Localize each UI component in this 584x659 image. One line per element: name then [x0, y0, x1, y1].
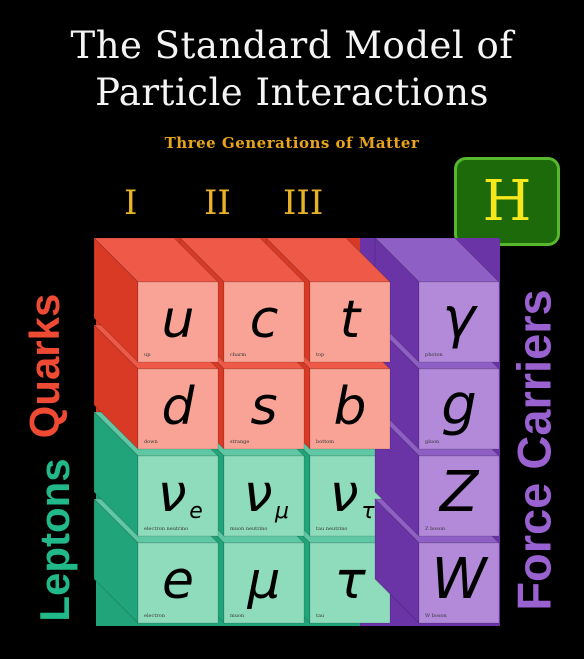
lepton-0-0-name: electron neutrino — [144, 526, 188, 532]
quark-1-2-name: bottom — [316, 439, 334, 445]
quark-1-2-symbol: b — [333, 377, 366, 437]
lepton-1-2-name: tau — [316, 613, 325, 619]
lepton-0-0-subscript: e — [189, 499, 203, 524]
lepton-1-0-name: electron — [144, 613, 166, 619]
quark-1-1-symbol: s — [250, 377, 277, 437]
lepton-0-0-symbol: ν — [157, 464, 186, 524]
quark-0-1-symbol: c — [250, 290, 279, 350]
boson-0-symbol: γ — [442, 286, 478, 351]
quark-1-0-symbol: d — [161, 377, 195, 437]
force-carriers-label: Force Carriers — [507, 289, 561, 611]
boson-1-front-face — [418, 368, 500, 450]
lepton-0-2-symbol: ν — [329, 464, 358, 524]
quark-1-0-name: down — [144, 439, 158, 445]
boson-2-symbol: Z — [438, 460, 480, 525]
quarks-label: Quarks — [21, 293, 68, 439]
boson-3-name: W boson — [425, 613, 448, 619]
quark-0-0-symbol: u — [162, 290, 195, 350]
lepton-0-0-front-face — [137, 455, 219, 537]
quark-1-2-front-face — [309, 368, 391, 450]
lepton-0-1-symbol: ν — [243, 464, 272, 524]
quark-1-1-name: strange — [230, 439, 249, 445]
quark-0-2-name: top — [316, 352, 324, 358]
leptons-label: Leptons — [31, 458, 78, 622]
boson-3-symbol: W — [431, 547, 489, 612]
boson-0-name: photon — [425, 352, 443, 358]
lepton-1-1-front-face — [223, 542, 305, 624]
lepton-0-1-name: muon neutrino — [230, 526, 267, 532]
quark-1-0-front-face — [137, 368, 219, 450]
lepton-1-1-name: muon — [230, 613, 245, 619]
boson-2-name: Z boson — [425, 526, 446, 532]
quark-1-1-front-face — [223, 368, 305, 450]
lepton-1-0-symbol: e — [162, 551, 194, 611]
quark-0-0-front-face — [137, 281, 219, 363]
boson-0-front-face — [418, 281, 500, 363]
quark-0-2-front-face — [309, 281, 391, 363]
lepton-0-2-subscript: τ — [361, 499, 375, 524]
lepton-1-2-symbol: τ — [334, 551, 366, 611]
boson-1-symbol: g — [441, 373, 477, 438]
generation-i-label: I — [124, 183, 138, 223]
higgs-boson-badge: H — [454, 157, 560, 246]
boson-2-front-face — [418, 455, 500, 537]
quark-0-0-name: up — [144, 352, 150, 358]
lepton-0-2-name: tau neutrino — [316, 526, 347, 532]
quark-0-2-symbol: t — [340, 290, 362, 350]
boson-3-front-face — [418, 542, 500, 624]
lepton-1-1-symbol: μ — [246, 551, 280, 611]
title-line-1: The Standard Model of — [70, 24, 514, 67]
generation-iii-label: III — [283, 183, 324, 223]
title-line-2: Particle Interactions — [95, 71, 489, 114]
lepton-0-1-subscript: μ — [274, 499, 289, 524]
boson-1-name: gluon — [425, 439, 440, 445]
lepton-1-0-front-face — [137, 542, 219, 624]
quark-0-1-name: charm — [230, 352, 246, 358]
subtitle: Three Generations of Matter — [164, 134, 420, 152]
quark-0-1-front-face — [223, 281, 305, 363]
lepton-0-1-front-face — [223, 455, 305, 537]
quark-0-0-cell: u up — [92, 236, 220, 364]
generation-ii-label: II — [204, 183, 231, 223]
